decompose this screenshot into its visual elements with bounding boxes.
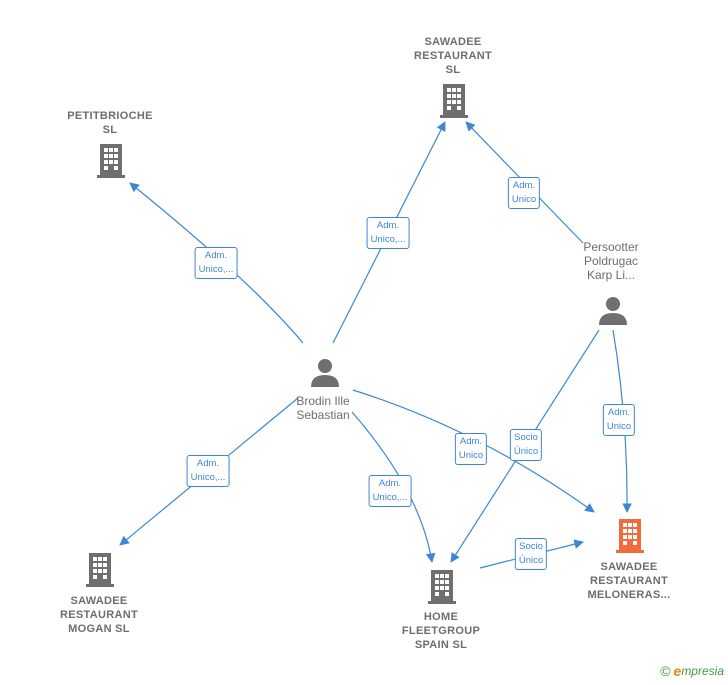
node-label-meloneras[interactable]: SAWADEE RESTAURANT MELONERAS...: [587, 561, 671, 601]
edge-label-brodin-home[interactable]: Adm. Unico,...: [368, 475, 412, 507]
building-icon-home[interactable]: [428, 570, 456, 604]
node-label-mogan[interactable]: SAWADEE RESTAURANT MOGAN SL: [60, 595, 138, 635]
building-icon-petitbrioche[interactable]: [97, 144, 125, 178]
edge-label-home-meloneras[interactable]: Socio Único: [514, 538, 548, 570]
edge-label-brodin-petitbrioche[interactable]: Adm. Unico,...: [194, 247, 238, 279]
edge-label-persootter-home[interactable]: Socio Único: [509, 429, 543, 461]
person-icon-brodin[interactable]: [310, 357, 340, 387]
node-label-petitbrioche[interactable]: PETITBRIOCHE SL: [67, 110, 153, 136]
node-label-persootter[interactable]: Persootter Poldrugac Karp Li...: [583, 240, 639, 282]
copyright-symbol: ©: [660, 663, 671, 679]
edge-label-brodin-mogan[interactable]: Adm. Unico,...: [186, 455, 230, 487]
node-label-home[interactable]: HOME FLEETGROUP SPAIN SL: [401, 611, 481, 651]
building-icon-meloneras[interactable]: [616, 519, 644, 553]
edge-label-brodin-meloneras[interactable]: Adm. Unico: [454, 433, 488, 465]
node-label-sawadee-sl[interactable]: SAWADEE RESTAURANT SL: [414, 36, 492, 76]
edge-label-persootter-sawadee-sl[interactable]: Adm. Unico: [507, 177, 541, 209]
brand-initial: e: [673, 663, 682, 679]
person-icon-persootter[interactable]: [598, 295, 628, 325]
brand-name: mpresia: [681, 664, 724, 678]
building-icon-mogan[interactable]: [86, 553, 114, 587]
node-label-brodin[interactable]: Brodin Ille Sebastian: [296, 394, 350, 422]
edge-label-brodin-sawadee-sl[interactable]: Adm. Unico,...: [366, 217, 410, 249]
edge-label-persootter-meloneras[interactable]: Adm. Unico: [602, 404, 636, 436]
building-icon-sawadee-sl[interactable]: [440, 84, 468, 118]
